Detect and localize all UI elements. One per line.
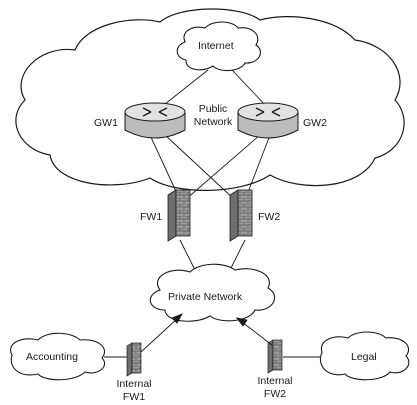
- link-gw1-fw1: [149, 134, 181, 201]
- legal-cloud: [320, 331, 410, 381]
- internal-firewall-fw2-icon: [267, 339, 283, 374]
- internal-fw2-label-line1: Internal: [257, 375, 293, 387]
- public-network-label-line2: Network: [193, 116, 233, 128]
- internal-links: [104, 313, 320, 358]
- internet-cloud: [176, 21, 261, 72]
- accounting-cloud: [10, 332, 106, 381]
- fw1-label: FW1: [140, 211, 163, 223]
- router-gw1-icon: [124, 102, 186, 139]
- link-ifw1-private: [140, 317, 179, 353]
- internet-label: Internet: [198, 40, 234, 52]
- private-network-label: Private Network: [168, 291, 243, 303]
- legal-label: Legal: [351, 351, 377, 363]
- arrow-ifw1-private-icon: [171, 313, 184, 324]
- gw2-label: GW2: [303, 117, 327, 129]
- link-internet-gw2: [231, 69, 269, 109]
- internal-fw2-label-line2: FW2: [263, 388, 287, 400]
- public-network-label-line1: Public: [198, 103, 228, 115]
- link-ifw2-private: [241, 321, 273, 346]
- internal-firewall-fw1-icon: [126, 342, 142, 377]
- gw1-label: GW1: [94, 117, 118, 129]
- connections: [149, 69, 271, 281]
- link-gw2-fw1: [184, 134, 261, 201]
- link-gw2-fw2: [244, 134, 271, 201]
- router-gw2-icon: [237, 102, 299, 139]
- private-network-cloud: [149, 263, 276, 322]
- firewall-fw2-icon: [229, 189, 253, 242]
- public-network-cloud: [15, 8, 405, 191]
- accounting-label: Accounting: [26, 351, 78, 363]
- link-gw1-fw2: [164, 134, 236, 201]
- internal-fw1-label-line1: Internal: [116, 378, 152, 390]
- internal-fw1-label-line2: FW1: [122, 391, 146, 403]
- arrow-ifw2-private-icon: [235, 317, 248, 327]
- fw2-label: FW2: [258, 211, 281, 223]
- link-internet-gw1: [159, 69, 209, 109]
- firewall-fw1-icon: [167, 189, 191, 242]
